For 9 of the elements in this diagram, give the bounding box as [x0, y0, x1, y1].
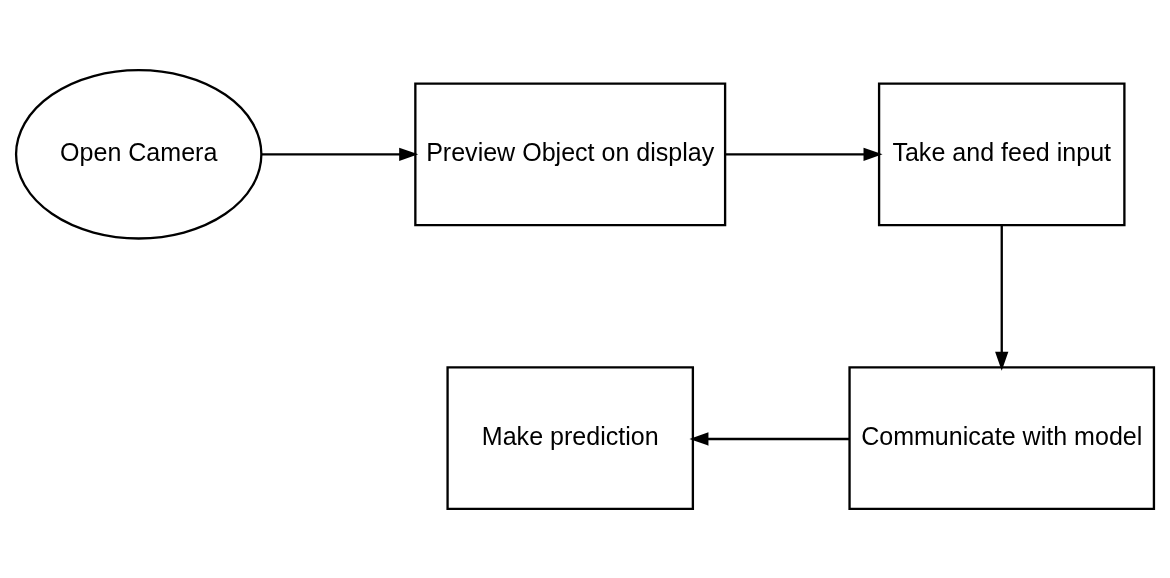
arrow	[725, 147, 883, 161]
node-box: Preview Object on display	[414, 81, 727, 226]
node-box: Make prediction	[446, 365, 695, 510]
arrow	[995, 224, 1009, 371]
node-ellipse: Open Camera	[14, 68, 263, 240]
arrow	[689, 431, 849, 446]
node-box: Take and feed input	[877, 81, 1126, 226]
arrow	[261, 147, 419, 161]
node-box: Communicate with model	[848, 365, 1156, 510]
